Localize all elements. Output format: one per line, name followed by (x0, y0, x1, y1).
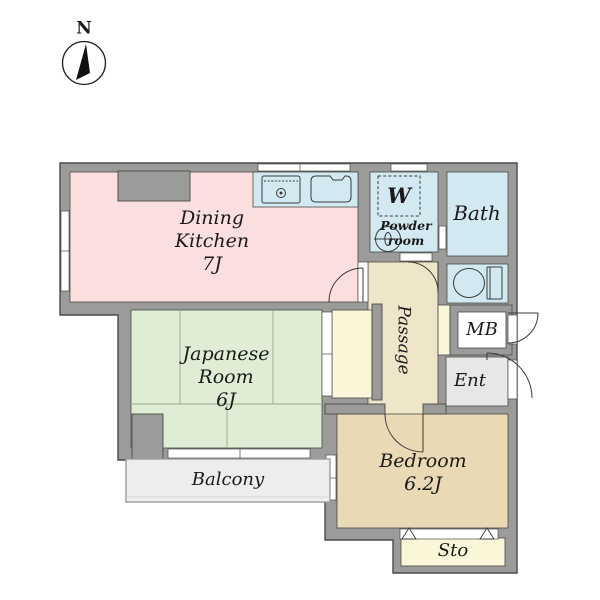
powder-top-window (390, 163, 428, 172)
entrance-floor (445, 356, 509, 407)
meter-box-label: MB (466, 319, 498, 341)
storage-door-carets (401, 527, 495, 540)
entrance-door-swing-icon (486, 352, 533, 399)
storage-label: Sto (437, 540, 469, 562)
toilet-floor (446, 263, 509, 304)
japanese-room-area: 6J (216, 389, 236, 412)
bath-label: Bath (453, 200, 501, 225)
compass-north-label: N (76, 18, 92, 39)
bedroom-name: Bedroom (379, 449, 467, 472)
entrance-label: Ent (454, 370, 486, 392)
kitchen-counter (252, 171, 359, 208)
bath-powder-window (438, 225, 447, 250)
storage-floor (400, 537, 506, 567)
storage-door-gap (399, 528, 499, 540)
japanese-closet-floor (331, 309, 373, 399)
dining-kitchen-name-line2: Kitchen (174, 230, 250, 253)
hall-closet-strip (437, 304, 451, 356)
entrance-door-gap (507, 359, 518, 400)
powder-room-label: Powder room (380, 218, 431, 249)
kitchen-top-window (257, 163, 351, 172)
bedroom-area: 6.2J (404, 473, 442, 495)
closet-passage-wall (371, 303, 383, 401)
meter-box-door-gap (507, 314, 518, 345)
balcony-label: Balcony (191, 469, 265, 491)
powder-door-gap (399, 252, 433, 262)
dining-kitchen-area: 7J (202, 253, 222, 276)
passage-label: Passage (393, 305, 414, 375)
bath-floor (446, 171, 509, 257)
kitchen-sink-icon (310, 175, 352, 203)
powder-room-name-line2: room (387, 233, 425, 248)
dk-door-swing-icon (328, 267, 364, 303)
japanese-room-label: Japanese Room 6J (183, 343, 270, 413)
compass-north-icon (61, 40, 107, 86)
bedroom-label: Bedroom 6.2J (379, 450, 466, 496)
wash-basin-icon (374, 226, 402, 252)
bedroom-top-wall-left (324, 403, 386, 415)
door-swings (328, 261, 539, 453)
kitchen-corner-pillar (117, 170, 191, 202)
toilet-icon (453, 266, 503, 300)
washer-space-label: W (387, 183, 411, 209)
washer-space-icon (377, 175, 421, 217)
toilet-door-swing-icon (407, 261, 439, 293)
japanese-balcony-window (167, 448, 311, 459)
bedroom-top-wall-right (422, 403, 447, 415)
bedroom-door-swing-icon (384, 413, 424, 453)
japanese-room-name-line2: Room (198, 366, 254, 389)
dining-kitchen-name-line1: Dining (179, 207, 245, 230)
meter-box-door-swing-icon (507, 312, 539, 344)
stove-icon (261, 175, 301, 204)
tatami-lines (131, 310, 322, 448)
japanese-room-name-line1: Japanese (182, 343, 270, 366)
balcony-area (125, 458, 331, 503)
japanese-room-pillar (131, 413, 164, 460)
meter-box-floor (457, 311, 507, 349)
dining-kitchen-label: Dining Kitchen 7J (175, 207, 249, 277)
powder-room-name-line1: Powder (380, 217, 432, 233)
